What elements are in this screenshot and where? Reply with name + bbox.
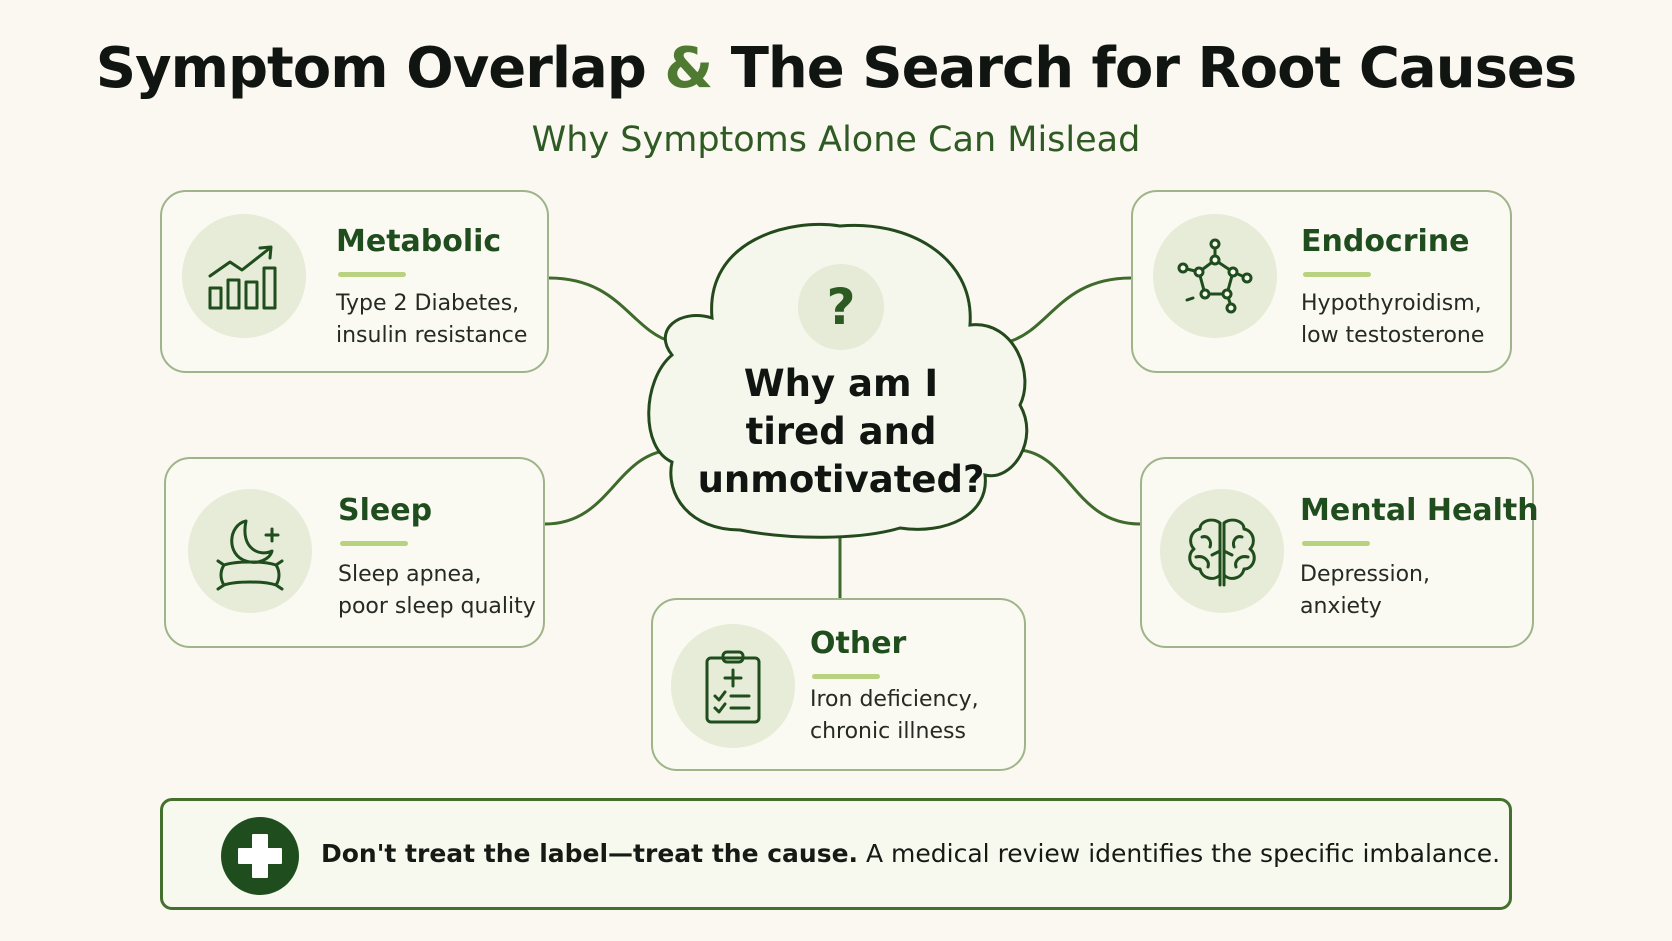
molecule-icon (1177, 238, 1253, 314)
endocrine-underline (1303, 272, 1371, 277)
endocrine-description-line-2: low testosterone (1301, 323, 1485, 348)
sleep-description-line-1: Sleep apnea, (338, 562, 482, 587)
mental-health-badge (1160, 489, 1284, 613)
mental-health-title: Mental Health (1300, 493, 1539, 528)
thought-cloud (647, 222, 1029, 539)
endocrine-title: Endocrine (1301, 224, 1470, 259)
metabolic-description-line-1: Type 2 Diabetes, (336, 291, 520, 316)
mental-health-description-line-2: anxiety (1300, 594, 1382, 619)
category-card-sleep: Sleep Sleep apnea, poor sleep quality (164, 457, 545, 648)
category-card-metabolic: Metabolic Type 2 Diabetes, insulin resis… (160, 190, 549, 373)
sleep-description-line-2: poor sleep quality (338, 594, 536, 619)
other-title: Other (810, 626, 907, 661)
connector-mental-health (1018, 448, 1142, 526)
page-subtitle: Why Symptoms Alone Can Mislead (531, 120, 1141, 160)
clipboard-icon (705, 650, 761, 724)
category-card-endocrine: Endocrine Hypothyroidism, low testostero… (1131, 190, 1512, 373)
endocrine-badge (1153, 214, 1277, 338)
metabolic-underline (338, 272, 406, 277)
other-badge (671, 624, 795, 748)
category-card-mental-health: Mental Health Depression, anxiety (1140, 457, 1539, 648)
title-part-1: Symptom Overlap (95, 36, 647, 101)
sleep-underline (340, 541, 408, 546)
sleep-title: Sleep (338, 493, 433, 528)
sleep-badge (188, 489, 312, 613)
rising-bar-chart-icon (208, 245, 277, 310)
key-message-banner: Don't treat the label—treat the cause. A… (160, 798, 1512, 910)
other-underline (812, 674, 880, 679)
metabolic-title: Metabolic (336, 224, 502, 259)
connector-endocrine (1006, 276, 1133, 344)
key-message-bold: Don't treat the label—treat the cause. (321, 839, 859, 868)
other-description-line-1: Iron deficiency, (810, 687, 979, 712)
medical-cross-icon (221, 817, 299, 895)
metabolic-badge (182, 214, 306, 338)
endocrine-description-line-1: Hypothyroidism, (1301, 291, 1482, 316)
central-question: Why am I tired and unmotivated? (697, 362, 985, 501)
other-description-line-2: chronic illness (810, 719, 966, 744)
question-mark-badge: ? (798, 264, 884, 350)
connector-metabolic (547, 276, 674, 344)
key-message-text: Don't treat the label—treat the cause. A… (321, 839, 1500, 868)
brain-icon (1188, 518, 1256, 587)
key-message-rest: A medical review identifies the specific… (858, 839, 1501, 868)
title-part-2: The Search for Root Causes (730, 36, 1577, 101)
moon-pillow-icon (216, 519, 284, 591)
title-ampersand: & (664, 36, 713, 101)
mental-health-underline (1302, 541, 1370, 546)
metabolic-description-line-2: insulin resistance (336, 323, 528, 348)
category-card-other: Other Iron deficiency, chronic illness (651, 598, 1026, 771)
mental-health-description-line-1: Depression, (1300, 562, 1430, 587)
page-title: Symptom Overlap & The Search for Root Ca… (0, 36, 1672, 101)
connector-sleep (543, 448, 672, 526)
